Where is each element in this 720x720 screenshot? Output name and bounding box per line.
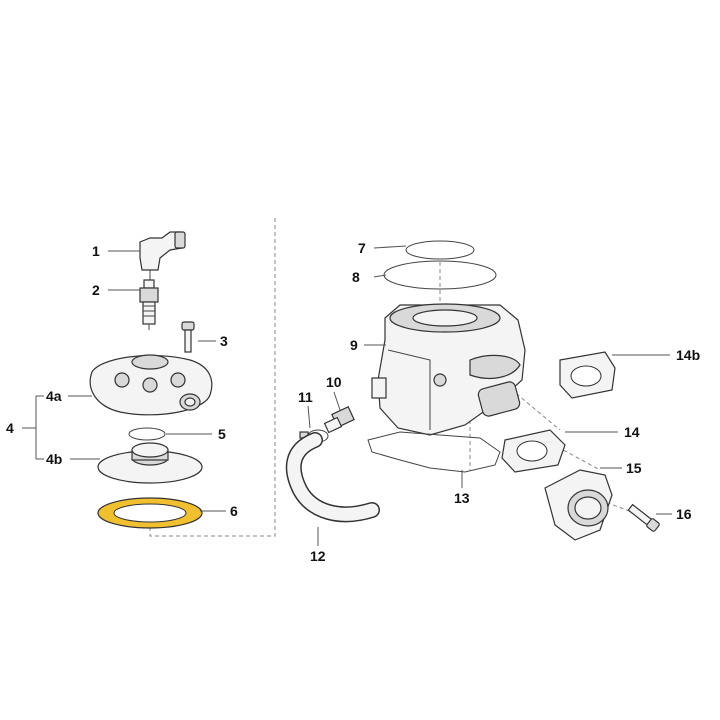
base-gasket[interactable] <box>367 431 501 473</box>
spark-plug[interactable] <box>139 279 159 330</box>
label-11[interactable]: 11 <box>298 389 313 405</box>
spark-plug-cap[interactable] <box>139 231 186 282</box>
cylinder-head[interactable] <box>89 354 213 416</box>
intake-gasket[interactable] <box>501 429 566 473</box>
temperature-sensor[interactable] <box>323 406 355 434</box>
leader-lines <box>22 245 672 546</box>
part-labels: 1 2 3 4 4a 4b 5 6 7 8 9 10 11 12 13 14 1… <box>6 240 700 564</box>
label-4[interactable]: 4 <box>6 420 14 436</box>
label-1[interactable]: 1 <box>92 243 100 259</box>
head-bolt[interactable] <box>181 321 195 353</box>
label-13[interactable]: 13 <box>454 490 470 506</box>
label-5[interactable]: 5 <box>218 426 226 442</box>
label-6[interactable]: 6 <box>230 503 238 519</box>
exhaust-gasket[interactable] <box>559 351 616 399</box>
label-3[interactable]: 3 <box>220 333 228 349</box>
alignment-guides <box>439 262 641 516</box>
label-2[interactable]: 2 <box>92 282 100 298</box>
label-12[interactable]: 12 <box>310 548 326 564</box>
combustion-insert[interactable] <box>97 442 203 484</box>
label-4a[interactable]: 4a <box>46 388 62 404</box>
label-7[interactable]: 7 <box>358 240 366 256</box>
label-4b[interactable]: 4b <box>46 451 62 467</box>
cylinder[interactable] <box>371 303 526 436</box>
intake-manifold[interactable] <box>544 469 613 541</box>
label-8[interactable]: 8 <box>352 269 360 285</box>
label-15[interactable]: 15 <box>626 460 642 476</box>
label-9[interactable]: 9 <box>350 337 358 353</box>
manifold-bolt[interactable] <box>627 503 660 532</box>
o-ring-small[interactable] <box>128 427 166 441</box>
coolant-hose-fill <box>287 433 379 521</box>
cylinder-o-ring-small[interactable] <box>405 240 475 260</box>
head-gasket[interactable] <box>97 497 203 529</box>
label-16[interactable]: 16 <box>676 506 692 522</box>
label-10[interactable]: 10 <box>326 374 342 390</box>
label-14b[interactable]: 14b <box>676 347 700 363</box>
group-boundary <box>149 218 276 537</box>
label-14[interactable]: 14 <box>624 424 640 440</box>
